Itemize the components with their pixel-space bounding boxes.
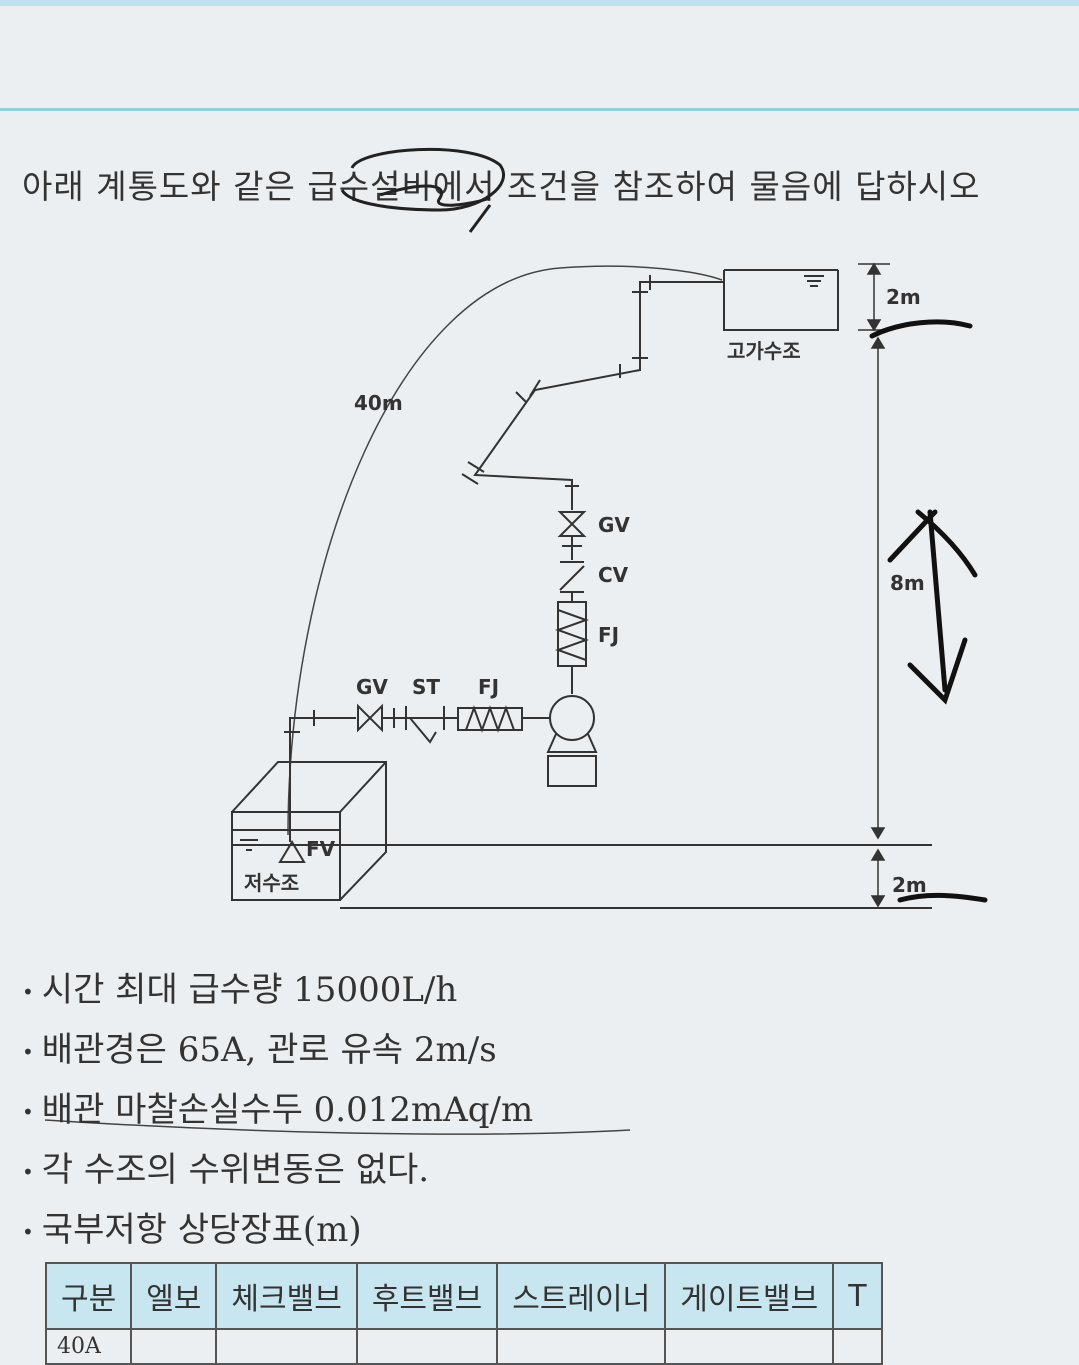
condition-item: •시간 최대 급수량 15000L/h — [22, 970, 458, 1010]
table-header-cell: 체크밸브 — [215, 1262, 358, 1330]
reservoir-tank — [231, 740, 387, 901]
suction-pipe — [284, 703, 550, 744]
valve-label-gv-horizontal: GV — [356, 675, 388, 699]
valve-label-gv-vertical: GV — [598, 513, 630, 537]
condition-item: •배관경은 65A, 관로 유속 2m/s — [22, 1030, 497, 1070]
header-rule — [0, 108, 1079, 111]
valve-label-cv-vertical: CV — [598, 563, 629, 587]
conditions-list: •시간 최대 급수량 15000L/h •배관경은 65A, 관로 유속 2m/… — [22, 960, 533, 1260]
elevated-tank — [723, 269, 839, 331]
dimension-label-middle: 8m — [890, 571, 925, 595]
table-cell — [664, 1328, 835, 1365]
handwritten-underline — [44, 1119, 631, 1135]
handwritten-marks — [869, 319, 988, 903]
dimension-label-bottom: 2m — [892, 873, 927, 897]
top-color-band — [0, 0, 1079, 6]
table-header-cell: 구분 — [44, 1262, 133, 1330]
pump — [546, 695, 598, 787]
floor-lines — [232, 844, 932, 909]
table-cell — [832, 1328, 883, 1365]
dimension-label-top: 2m — [886, 285, 921, 309]
valve-label-st-horizontal: ST — [412, 675, 440, 699]
piping-diagram: 40m 고가수조 GV CV FJ — [44, 147, 988, 1135]
elevated-tank-label: 고가수조 — [727, 339, 801, 363]
table-cell: 40A — [44, 1328, 133, 1365]
local-resistance-table: 구분 엘보 체크밸브 후트밸브 스트레이너 게이트밸브 T 40A — [44, 1262, 883, 1365]
table-cell — [496, 1328, 667, 1365]
condition-item: •각 수조의 수위변동은 없다. — [22, 1150, 430, 1190]
table-cell — [215, 1328, 358, 1365]
table-cell — [355, 1328, 499, 1365]
vertical-valve-train — [555, 511, 589, 694]
condition-item: •배관 마찰손실수두 0.012mAq/m — [22, 1090, 534, 1130]
table-cell — [130, 1328, 218, 1365]
pipe-length-label: 40m — [354, 391, 403, 415]
riser-pipe — [461, 275, 724, 510]
handwritten-circle — [340, 147, 505, 233]
table-header-cell: 스트레이너 — [496, 1262, 667, 1330]
table-header-cell: T — [832, 1262, 883, 1330]
reservoir-label: 저수조 — [244, 871, 299, 895]
valve-label-fj-vertical: FJ — [598, 623, 619, 647]
table-header-cell: 후트밸브 — [355, 1262, 499, 1330]
pipe-length-arc — [287, 265, 723, 836]
valve-label-fj-horizontal: FJ — [478, 675, 499, 699]
table-header-cell: 엘보 — [130, 1262, 218, 1330]
dimension-lines — [858, 262, 890, 908]
foot-valve-label: FV — [306, 837, 336, 861]
table-header-cell: 게이트밸브 — [664, 1262, 835, 1330]
condition-item: •국부저항 상당장표(m) — [22, 1210, 362, 1250]
